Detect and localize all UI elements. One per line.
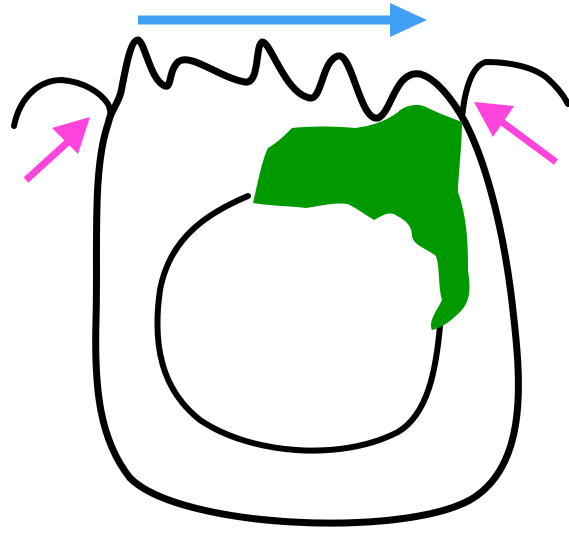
left-lip-curve [14,80,110,126]
right-pointer-arrow-shaft [502,122,556,162]
right-lip-curve [462,62,568,118]
right-pointer-arrow-head [474,102,514,137]
direction-arrow-head [390,3,427,37]
left-pointer-arrow-shaft [26,140,70,180]
green-filled-region [253,105,470,330]
inner-loop [157,196,440,451]
